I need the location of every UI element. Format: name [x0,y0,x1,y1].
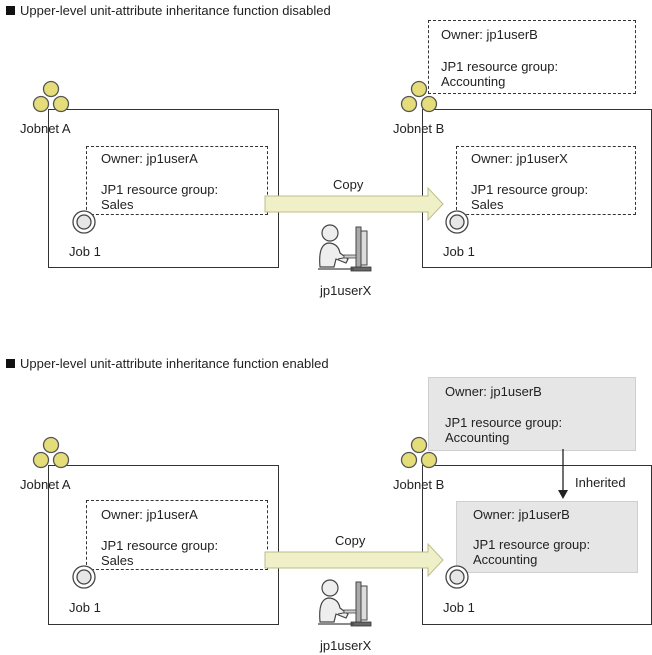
job-a-attributes: Owner: jp1userA JP1 resource group: Sale… [86,500,268,570]
jobnet-a-icon [32,436,70,469]
job-b-attributes-inherited: Owner: jp1userB JP1 resource group: Acco… [456,501,638,573]
group-value: Sales [101,553,134,568]
group-label: JP1 resource group: [445,415,563,430]
section-enabled-title: Upper-level unit-attribute inheritance f… [6,357,329,371]
group-label: JP1 resource group: [101,538,219,553]
job-a-label: Job 1 [69,600,101,615]
copy-label: Copy [333,177,364,192]
user-at-computer-icon [317,579,372,627]
job-b-attributes: Owner: jp1userX JP1 resource group: Sale… [456,146,636,215]
job-a-attributes: Owner: jp1userA JP1 resource group: Sale… [86,146,268,215]
job-a-icon [72,565,96,589]
user-label: jp1userX [320,638,372,653]
title-text: Upper-level unit-attribute inheritance f… [20,3,331,18]
group-value: Sales [101,197,134,212]
jobnet-a-icon [32,80,70,113]
jobnet-b-attributes: Owner: jp1userB JP1 resource group: Acco… [428,20,636,94]
group-value: Accounting [445,430,510,445]
bullet-icon [6,6,15,15]
owner-text: Owner: jp1userB [473,507,570,522]
job-a-icon [72,210,96,234]
owner-text: Owner: jp1userA [101,151,198,166]
group-value: Sales [471,197,504,212]
arrowhead-icon [558,490,568,499]
copy-arrow-icon [264,542,444,578]
user-label: jp1userX [320,283,372,298]
job-b-icon [445,565,469,589]
job-b-label: Job 1 [443,600,475,615]
job-b-icon [445,210,469,234]
copy-label: Copy [335,533,366,548]
owner-text: Owner: jp1userA [101,507,198,522]
jobnet-a-label: Jobnet A [20,121,71,136]
group-value: Accounting [473,552,538,567]
jobnet-b-label: Jobnet B [393,477,445,492]
group-label: JP1 resource group: [471,182,589,197]
group-value: Accounting [441,74,506,89]
section-disabled-title: Upper-level unit-attribute inheritance f… [6,4,331,18]
copy-arrow-icon [264,186,444,222]
bullet-icon [6,359,15,368]
jobnet-b-icon [400,436,438,469]
owner-text: Owner: jp1userB [441,27,538,42]
jobnet-a-label: Jobnet A [20,477,71,492]
jobnet-b-label: Jobnet B [393,121,445,136]
jobnet-b-icon [400,80,438,113]
group-label: JP1 resource group: [101,182,219,197]
user-at-computer-icon [317,224,372,272]
group-label: JP1 resource group: [441,59,559,74]
title-text: Upper-level unit-attribute inheritance f… [20,356,329,371]
owner-text: Owner: jp1userB [445,384,542,399]
jobnet-b-attributes: Owner: jp1userB JP1 resource group: Acco… [428,377,636,451]
job-b-label: Job 1 [443,244,475,259]
owner-text: Owner: jp1userX [471,151,568,166]
group-label: JP1 resource group: [473,537,591,552]
inherited-label: Inherited [575,475,626,490]
job-a-label: Job 1 [69,244,101,259]
